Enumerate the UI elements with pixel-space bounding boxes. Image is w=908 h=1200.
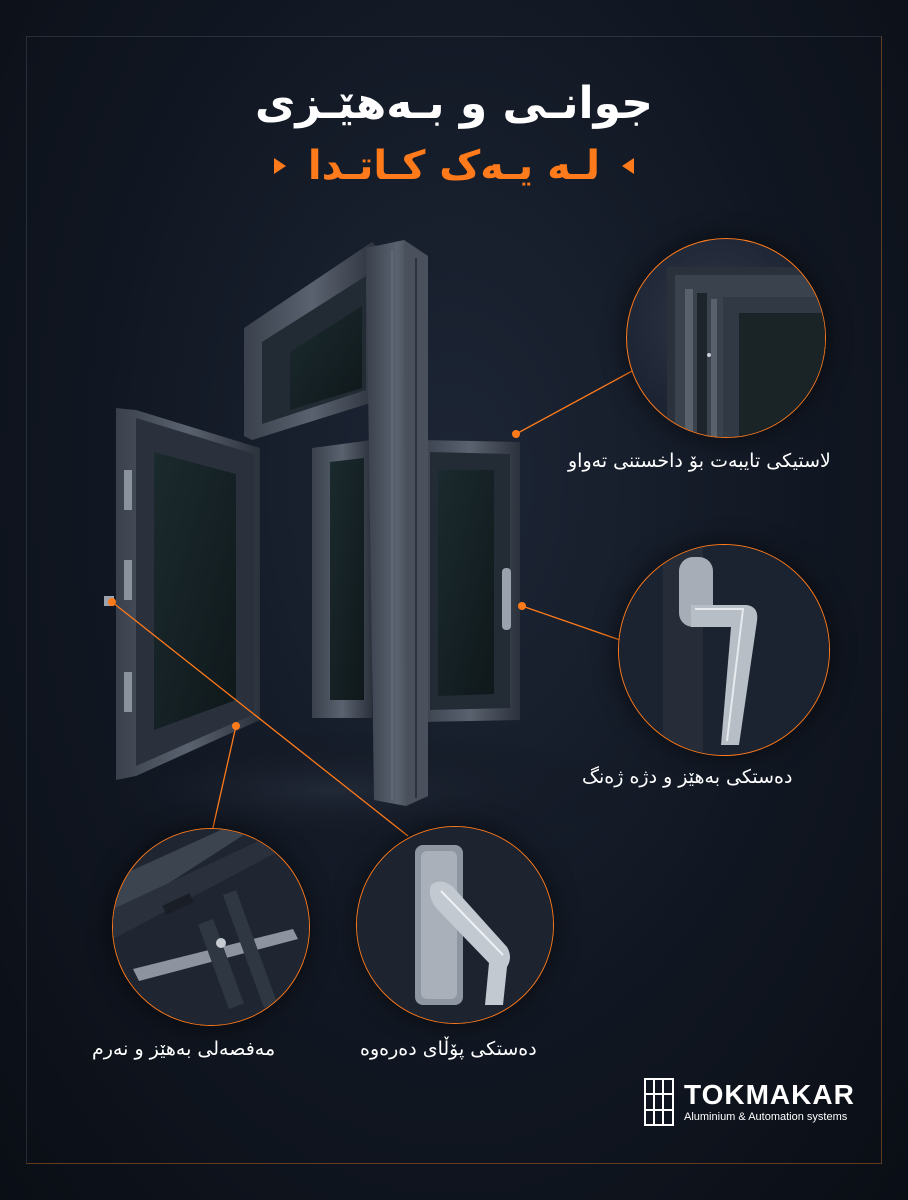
feature-label-gasket: لاستیکی تایبەت بۆ داخستنی تەواو xyxy=(568,450,831,472)
brand-text: TOKMAKAR Aluminium & Automation systems xyxy=(684,1080,855,1124)
feature-label-handle: دەستکی بەهێز و دژە ژەنگ xyxy=(582,766,793,788)
vertical-mullion xyxy=(366,240,428,806)
hinge-detail-circle xyxy=(112,828,310,1026)
middle-window-sash xyxy=(312,440,372,718)
right-window-sash xyxy=(420,440,520,722)
brand-logo: TOKMAKAR Aluminium & Automation systems xyxy=(644,1074,864,1130)
subtitle-row: لـە یـەک کـاتـدا xyxy=(0,140,908,192)
page-title: جوانـی و بـەهێـزی xyxy=(255,78,653,129)
brand-name: TOKMAKAR xyxy=(684,1079,855,1110)
triangle-left-icon xyxy=(622,158,635,174)
steel-handle-detail-circle xyxy=(356,826,554,1024)
page-subtitle: لـە یـەک کـاتـدا xyxy=(307,143,601,189)
feature-label-hinge: مەفصەلی بەهێز و نەرم xyxy=(92,1038,276,1060)
left-open-sash xyxy=(104,408,260,780)
triangle-right-icon xyxy=(273,158,286,174)
window-frame-logo-icon xyxy=(644,1078,674,1126)
gasket-detail-circle xyxy=(626,238,826,438)
page-frame xyxy=(26,36,882,1164)
handle-detail-circle xyxy=(618,544,830,756)
feature-label-steel-handle: دەستکی پۆڵای دەرەوە xyxy=(360,1038,537,1060)
steel-handle-closeup-icon xyxy=(357,827,553,1023)
connector-dots xyxy=(108,430,526,730)
brand-tagline: Aluminium & Automation systems xyxy=(684,1111,848,1123)
gasket-closeup-icon xyxy=(667,267,825,437)
connector-lines xyxy=(111,369,635,837)
floor-reflection xyxy=(30,730,630,850)
handle-closeup-icon xyxy=(619,545,829,755)
hinge-closeup-icon xyxy=(113,829,309,1025)
top-transom-window xyxy=(244,242,380,440)
